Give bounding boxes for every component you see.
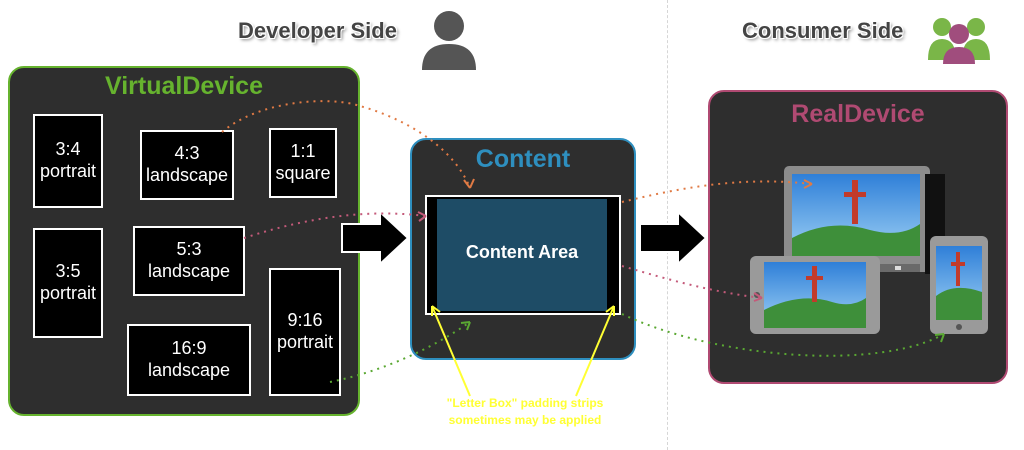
letterbox-caption: "Letter Box" padding strips sometimes ma…	[420, 395, 630, 429]
tablet-landscape-icon	[750, 256, 880, 334]
box-9x16-portrait: 9:16 portrait	[269, 268, 341, 396]
box-1x1-square: 1:1 square	[269, 128, 337, 198]
box-3x4-portrait: 3:4 portrait	[33, 114, 103, 208]
content-area-label: Content Area	[465, 242, 579, 262]
real-device-title: RealDevice	[791, 100, 925, 128]
box-orientation: portrait	[39, 283, 97, 303]
device-illustrations	[750, 166, 988, 334]
connector-5x3-to-content	[243, 212, 427, 239]
consumer-side-label: Consumer Side	[742, 18, 904, 43]
content-frame: Content Area	[425, 195, 621, 315]
developer-side-label: Developer Side	[238, 18, 397, 43]
box-orientation: portrait	[276, 332, 334, 352]
connector-4x3-to-content	[221, 100, 471, 189]
box-orientation: landscape	[147, 261, 231, 281]
pointer-left-strip	[431, 305, 471, 397]
connector-content-to-phone	[621, 313, 945, 357]
connector-content-to-monitor	[621, 180, 813, 203]
virtual-device-title: VirtualDevice	[105, 72, 263, 100]
box-orientation: square	[275, 163, 331, 183]
box-ratio: 1:1	[290, 141, 316, 162]
developer-person-icon	[422, 11, 476, 70]
arrow-right-icon	[639, 210, 708, 266]
box-5x3-landscape: 5:3 landscape	[133, 226, 245, 296]
caption-line-1: "Letter Box" padding strips	[446, 396, 604, 410]
box-ratio: 3:4	[55, 139, 81, 160]
box-orientation: portrait	[39, 161, 97, 181]
pointer-right-strip	[575, 305, 615, 397]
monitor-icon	[784, 166, 945, 274]
box-3x5-portrait: 3:5 portrait	[33, 228, 103, 338]
phone-portrait-icon	[930, 236, 988, 334]
box-ratio: 4:3	[174, 143, 200, 164]
consumer-group-icon	[928, 18, 990, 64]
connector-content-to-tablet	[621, 265, 763, 299]
content-area	[437, 199, 607, 311]
box-ratio: 9:16	[287, 310, 323, 331]
box-orientation: landscape	[147, 360, 231, 380]
box-orientation: landscape	[145, 165, 229, 185]
arrow-right-icon	[341, 210, 410, 266]
box-4x3-landscape: 4:3 landscape	[140, 130, 234, 200]
caption-line-2: sometimes may be applied	[448, 412, 602, 427]
box-ratio: 3:5	[55, 261, 81, 282]
box-ratio: 5:3	[176, 239, 202, 260]
content-title: Content	[475, 145, 571, 173]
box-ratio: 16:9	[171, 338, 207, 359]
box-16x9-landscape: 16:9 landscape	[127, 324, 251, 396]
connector-9x16-to-content	[329, 321, 471, 383]
